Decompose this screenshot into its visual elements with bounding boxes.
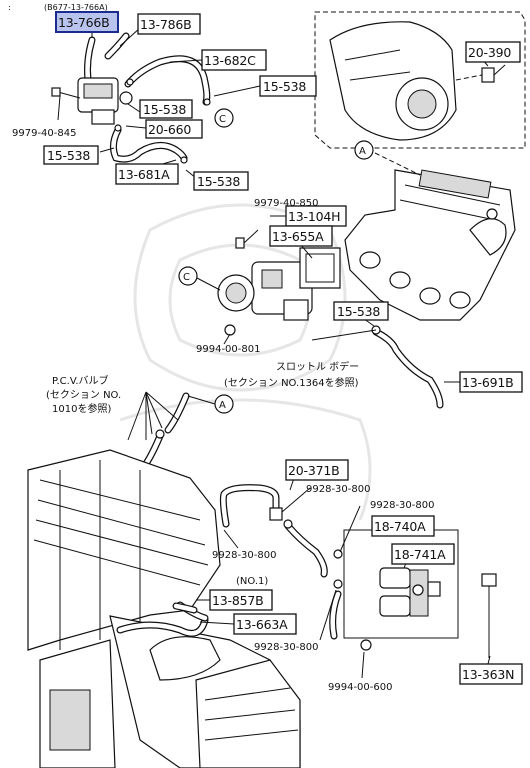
callout-label: 13-786B [140, 17, 191, 32]
callout-label: 13-766B [58, 15, 109, 30]
callout-label: 13-104H [288, 209, 340, 224]
marker-letter: A [219, 400, 226, 411]
callout-label: 13-691B [462, 375, 513, 390]
throttle-body-ref: (セクション NO.1364を参照) [224, 376, 359, 389]
callout-label: 20-660 [148, 122, 191, 137]
callout-label: 15-538 [197, 174, 240, 189]
marker-letter: C [219, 114, 226, 125]
water-pipe-assembly [51, 32, 211, 164]
header-ref: (B677-13-766A) [44, 3, 108, 12]
callout-label: 15-538 [337, 304, 380, 319]
callout-13-691B[interactable]: 13-691B [459, 371, 523, 393]
callout-18-740A[interactable]: 18-740A [371, 515, 435, 537]
throttle-body-note: スロットル ボデー [276, 360, 359, 373]
callout-label: 13-363N [462, 667, 514, 682]
callout-label: 13-682C [204, 53, 256, 68]
throttle-body [217, 229, 444, 409]
callout-label: 13-681A [118, 167, 170, 182]
callout-label: 18-740A [374, 519, 426, 534]
callout-13-363N[interactable]: 13-363N [459, 663, 523, 685]
callout-13-655A[interactable]: 13-655A [269, 225, 333, 247]
marker-letter: C [183, 272, 190, 283]
marker-C-mid[interactable]: C [178, 266, 198, 286]
callout-label: 13-655A [272, 229, 324, 244]
part-number: 9928-30-800 [370, 500, 434, 511]
marker-letter: A [359, 146, 366, 157]
callout-15-538-a[interactable]: 15-538 [259, 75, 317, 97]
callout-label: 20-371B [288, 463, 339, 478]
callout-label: 13-663A [236, 617, 288, 632]
callout-15-538-e[interactable]: 15-538 [333, 301, 389, 321]
pcv-valve-ref-2: 1010を参照) [52, 402, 111, 415]
part-number: 9979-40-845 [12, 128, 76, 139]
callout-13-786B[interactable]: 13-786B [137, 13, 201, 35]
marker-C-top[interactable]: C [214, 108, 234, 128]
callout-label: 13-857B [212, 593, 263, 608]
callout-20-371B[interactable]: 20-371B [285, 459, 349, 481]
callout-20-660[interactable]: 20-660 [145, 119, 203, 139]
callout-label: 15-538 [47, 148, 90, 163]
pcv-valve-ref: (セクション NO. [46, 389, 121, 401]
inset-engine-view [314, 11, 526, 149]
part-number: 9928-30-800 [212, 550, 276, 561]
callout-label: 15-538 [263, 79, 306, 94]
callout-15-538-b[interactable]: 15-538 [139, 99, 193, 119]
corner-mark: : [8, 3, 11, 12]
engine-block [27, 449, 301, 768]
callout-13-663A[interactable]: 13-663A [233, 613, 297, 635]
callout-18-741A[interactable]: 18-741A [391, 543, 455, 565]
callout-13-766B[interactable]: 13-766B [55, 11, 119, 33]
part-number: 9979-40-850 [254, 198, 318, 209]
callout-13-682C[interactable]: 13-682C [201, 49, 267, 71]
part-number: 9928-30-800 [254, 642, 318, 653]
callout-label: 20-390 [468, 45, 511, 60]
callout-label: 18-741A [394, 547, 446, 562]
marker-A-top[interactable]: A [354, 140, 374, 160]
callout-13-857B[interactable]: 13-857B [209, 589, 273, 611]
callout-15-538-d[interactable]: 15-538 [193, 171, 249, 191]
solenoid-assembly [172, 484, 497, 658]
callout-label: 15-538 [143, 102, 186, 117]
callout-13-104H[interactable]: 13-104H [285, 205, 347, 227]
callout-15-538-c[interactable]: 15-538 [43, 145, 99, 165]
no1-note: (NO.1) [236, 576, 268, 587]
intake-manifold [344, 169, 516, 321]
part-number: 9928-30-800 [306, 484, 370, 495]
part-number: 9994-00-600 [328, 682, 392, 693]
marker-A-mid[interactable]: A [214, 394, 234, 414]
callout-13-681A[interactable]: 13-681A [115, 163, 179, 185]
callout-20-390[interactable]: 20-390 [465, 41, 521, 63]
part-number: 9994-00-801 [196, 344, 260, 355]
pcv-valve-note: P.C.V.バルブ [52, 374, 109, 387]
